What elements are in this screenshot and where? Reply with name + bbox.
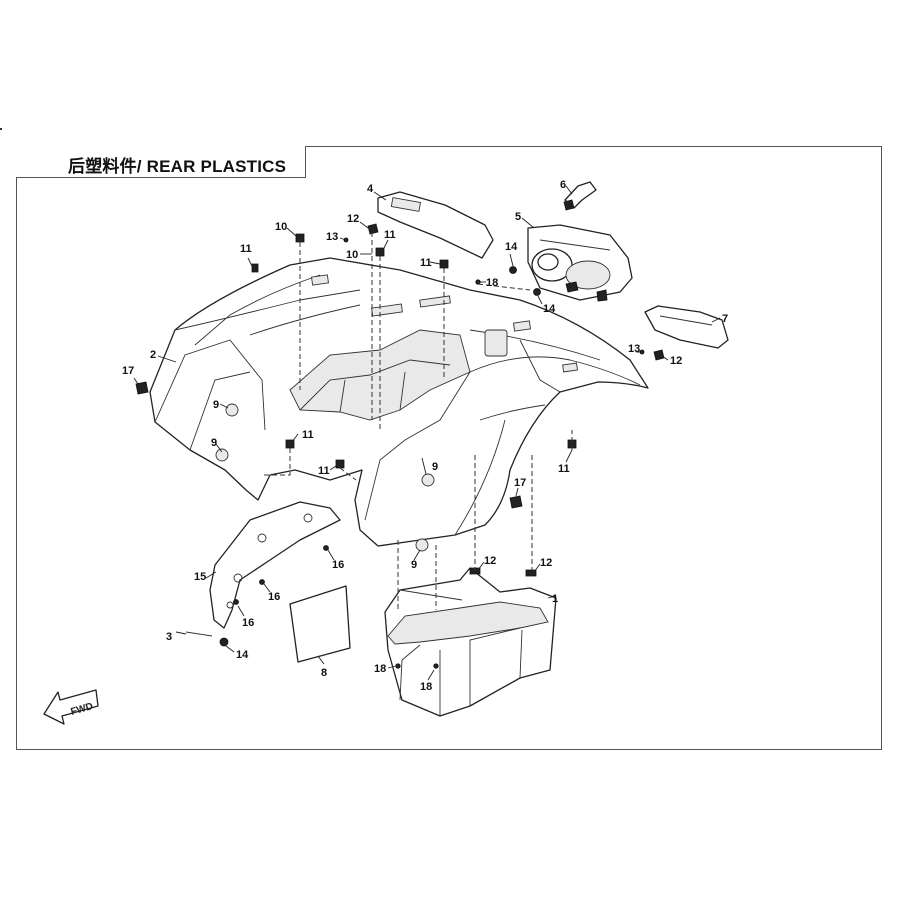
callout-14a: 14 [505, 241, 518, 253]
upper-trim-panel [377, 191, 494, 259]
title-box: 后塑料件/ REAR PLASTICS [16, 146, 306, 178]
callout-10a: 10 [275, 221, 287, 233]
callout-12a: 12 [347, 213, 359, 225]
callout-17a: 17 [122, 365, 134, 377]
callout-16b: 16 [268, 591, 280, 603]
callout-13b: 13 [628, 343, 640, 355]
callout-9c: 9 [432, 461, 438, 473]
rear-fender-assembly [149, 257, 649, 547]
side-reflector-trim [644, 305, 729, 349]
callout-12c: 12 [484, 555, 496, 567]
callout-4: 4 [367, 183, 374, 195]
callout-17b: 17 [514, 477, 526, 489]
corner-mark [0, 128, 2, 130]
callout-11c: 11 [420, 257, 432, 269]
callout-3: 3 [166, 631, 172, 643]
tail-light-assembly [527, 224, 633, 302]
callout-18a: 18 [486, 277, 498, 289]
callout-13a: 13 [326, 231, 338, 243]
callout-9a: 9 [213, 399, 219, 411]
callout-labels: 1 2 3 4 5 6 7 8 9 9 9 9 10 10 11 11 11 1… [122, 179, 728, 693]
callout-15: 15 [194, 571, 206, 583]
callout-10b: 10 [346, 249, 358, 261]
callout-7: 7 [722, 313, 728, 325]
callout-14b: 14 [543, 303, 556, 315]
callout-11a: 11 [240, 243, 252, 255]
callout-12d: 12 [540, 557, 552, 569]
diagram-frame [16, 146, 882, 750]
light-bracket [563, 181, 597, 211]
callout-9d: 9 [411, 559, 417, 571]
callout-18b: 18 [374, 663, 386, 675]
callout-1: 1 [552, 593, 558, 605]
callout-11d: 11 [302, 429, 314, 441]
decal-sheet [289, 585, 351, 663]
callout-12b: 12 [670, 355, 682, 367]
assembly-lines [262, 232, 573, 610]
diagram-title: 后塑料件/ REAR PLASTICS [68, 157, 287, 176]
callout-16c: 16 [242, 617, 254, 629]
callout-11b: 11 [384, 229, 396, 241]
splash-guard [209, 501, 341, 629]
callout-2: 2 [150, 349, 156, 361]
callout-14c: 14 [236, 649, 249, 661]
callout-11f: 11 [558, 463, 570, 475]
callout-16a: 16 [332, 559, 344, 571]
storage-box-liner [384, 567, 557, 717]
callout-8: 8 [321, 667, 327, 679]
callout-11e: 11 [318, 465, 330, 477]
callout-5: 5 [515, 211, 521, 223]
fwd-arrow: FWD [43, 689, 99, 725]
callout-9b: 9 [211, 437, 217, 449]
callout-6: 6 [560, 179, 566, 191]
leader-lines [133, 185, 721, 681]
callout-18c: 18 [420, 681, 432, 693]
fasteners [135, 223, 665, 669]
